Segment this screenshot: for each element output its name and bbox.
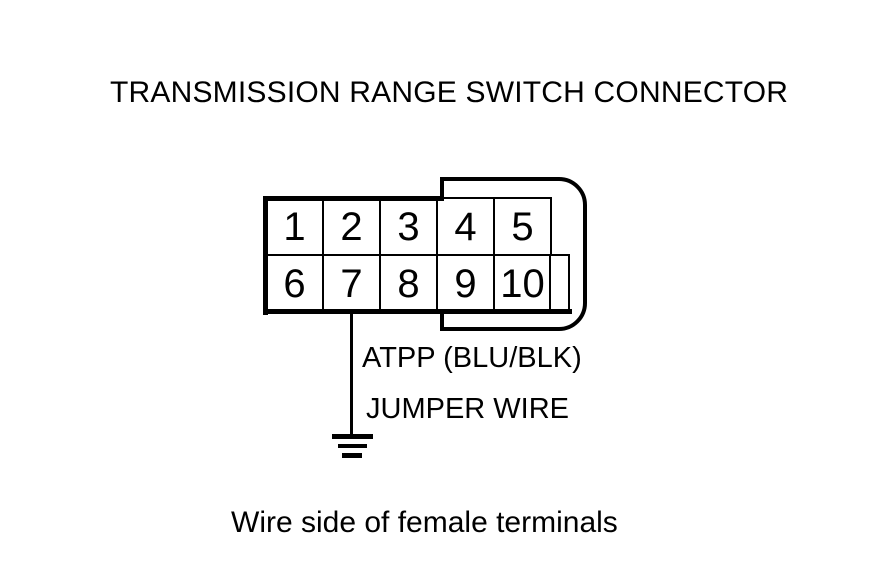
terminal-cell-9: 9 xyxy=(436,254,495,313)
ground-bar-bottom xyxy=(342,453,362,458)
grid-outer-border-left xyxy=(263,196,268,315)
jumper-wire-line xyxy=(350,311,353,437)
wire-signal-label: ATPP (BLU/BLK) xyxy=(362,342,582,374)
terminal-cell-4: 4 xyxy=(436,197,495,256)
terminal-cell-8: 8 xyxy=(379,254,438,313)
terminal-cell-1: 1 xyxy=(265,197,324,256)
terminal-cell-5: 5 xyxy=(493,197,552,256)
terminal-cell-7: 7 xyxy=(322,254,381,313)
terminal-cell-2: 2 xyxy=(322,197,381,256)
ground-bar-top xyxy=(332,434,373,439)
wire-type-label: JUMPER WIRE xyxy=(366,393,569,425)
diagram-title: TRANSMISSION RANGE SWITCH CONNECTOR xyxy=(110,76,789,109)
grid-outer-border-bottom xyxy=(263,309,572,314)
terminal-cell-6: 6 xyxy=(265,254,324,313)
ground-bar-middle xyxy=(338,444,367,448)
view-caption: Wire side of female terminals xyxy=(231,506,618,539)
empty-cavity-cell xyxy=(549,254,570,313)
grid-outer-border-top xyxy=(263,196,444,201)
terminal-cell-3: 3 xyxy=(379,197,438,256)
terminal-cell-10: 10 xyxy=(493,254,552,313)
